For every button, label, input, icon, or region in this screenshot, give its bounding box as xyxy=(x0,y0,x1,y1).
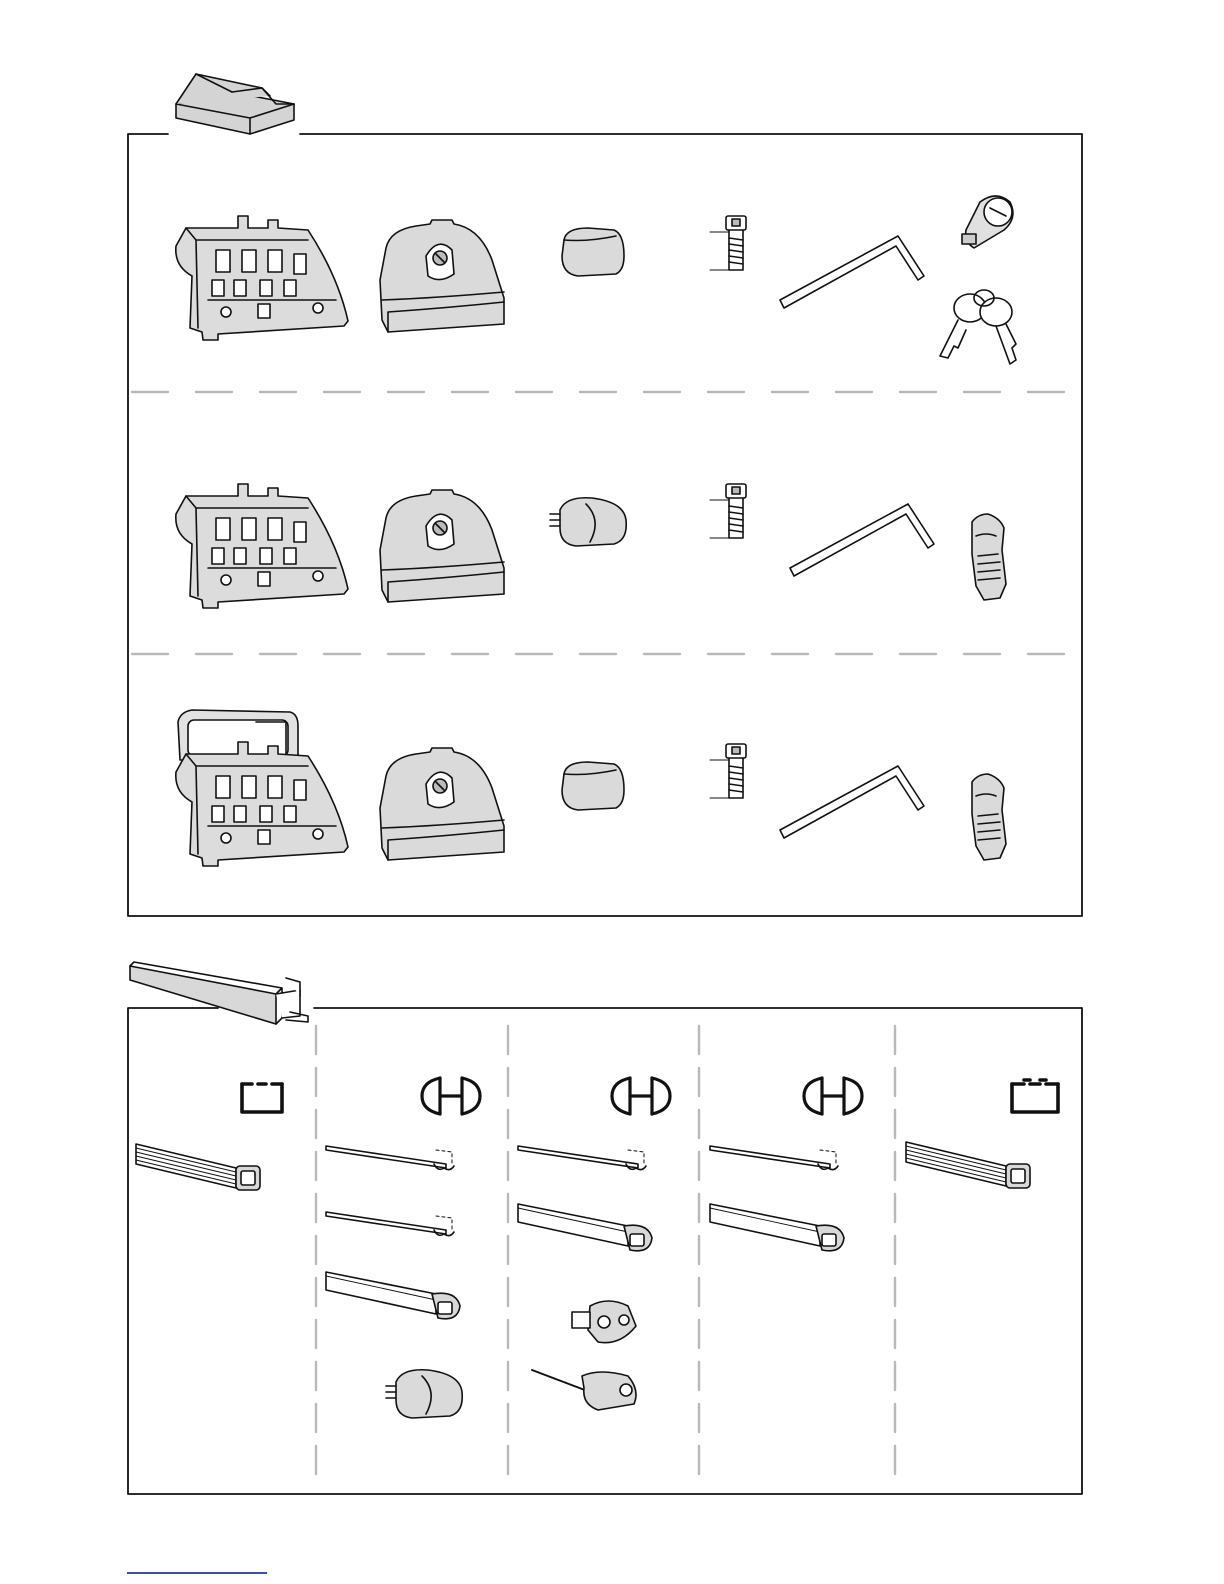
allen-key-icon xyxy=(790,504,934,576)
rubber-strip-icon xyxy=(518,1146,646,1170)
end-cap-with-cable-icon xyxy=(532,1370,636,1410)
aero-profile-icon xyxy=(422,1078,480,1114)
kit-row-2 xyxy=(176,484,1006,608)
bar-column-1 xyxy=(136,1084,282,1190)
foot-kit-section xyxy=(128,74,1082,916)
foot-cover-icon xyxy=(380,490,504,602)
rubber-strip-icon xyxy=(326,1146,454,1170)
rubber-strip-icon xyxy=(326,1212,454,1236)
square-profile-icon xyxy=(1012,1080,1058,1112)
allen-key-icon xyxy=(780,236,924,308)
foot-bracket-with-adapter-icon xyxy=(176,710,348,866)
load-bar-icon xyxy=(130,962,308,1024)
t-track-adapter-icon xyxy=(572,1301,636,1343)
end-cap-icon xyxy=(562,228,624,276)
lock-tool-icon xyxy=(972,514,1006,600)
footer-link-underline[interactable] xyxy=(127,1572,267,1574)
square-bar-icon xyxy=(136,1144,260,1190)
foot-cover-icon xyxy=(380,748,504,860)
foot-bracket-icon xyxy=(176,484,348,608)
square-profile-icon xyxy=(242,1084,282,1112)
lock-cylinder-icon xyxy=(962,196,1013,248)
foot-bracket-icon xyxy=(176,216,348,340)
end-cap-with-pins-icon xyxy=(550,498,626,546)
aero-profile-icon xyxy=(612,1078,670,1114)
lock-tool-icon xyxy=(972,774,1006,860)
aero-bar-icon xyxy=(518,1204,652,1251)
end-cap-icon xyxy=(562,762,624,810)
cardboard-box-icon xyxy=(176,74,294,134)
square-bar-icon xyxy=(906,1142,1030,1188)
hex-bolt-icon xyxy=(710,744,746,798)
kit-row-3 xyxy=(176,710,1006,866)
aero-bar-icon xyxy=(326,1272,460,1319)
allen-key-icon xyxy=(780,766,924,838)
bar-column-2 xyxy=(326,1078,480,1418)
foot-cover-icon xyxy=(380,220,504,332)
keys-icon xyxy=(940,290,1016,364)
kit-row-1 xyxy=(176,196,1016,364)
end-cap-with-pins-icon xyxy=(386,1370,462,1418)
bar-column-3 xyxy=(518,1078,670,1410)
hex-bolt-icon xyxy=(710,216,746,270)
bar-column-4 xyxy=(710,1078,862,1251)
bar-section xyxy=(128,962,1082,1494)
bar-column-5 xyxy=(906,1080,1058,1188)
rubber-strip-icon xyxy=(710,1146,838,1170)
hex-bolt-icon xyxy=(710,484,746,538)
aero-profile-icon xyxy=(804,1078,862,1114)
aero-bar-icon xyxy=(710,1204,844,1251)
bar-frame xyxy=(128,1008,1082,1494)
